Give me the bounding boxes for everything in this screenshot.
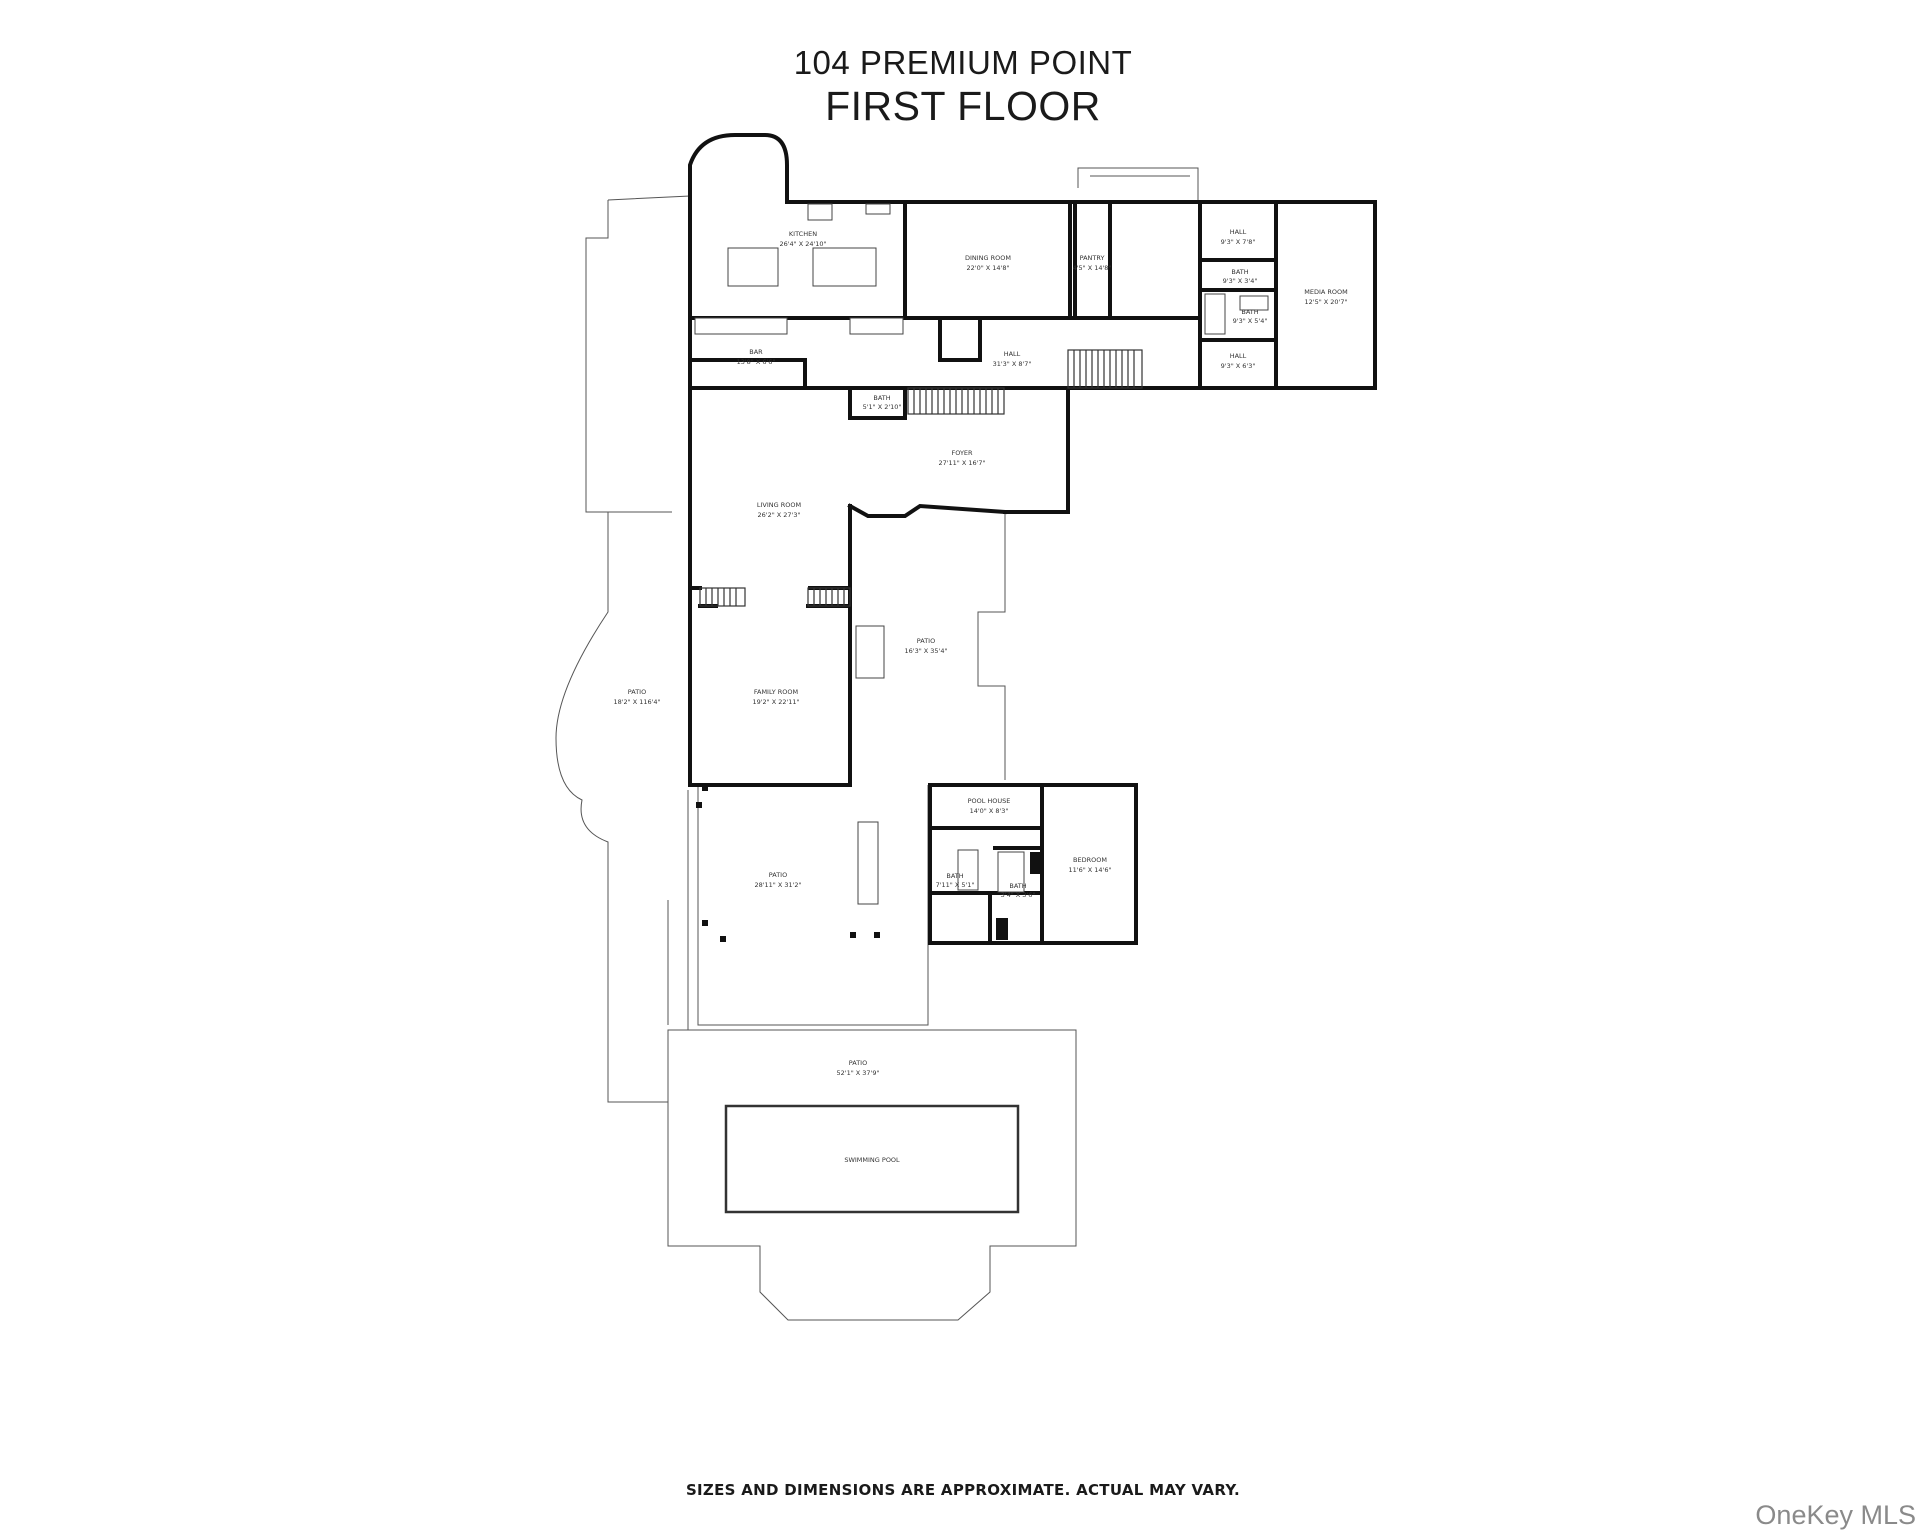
bath-top-dims: 9'3" X 3'4" [1223,277,1258,285]
hall-lower-label: HALL [1230,352,1247,360]
hall-top-dims: 9'3" X 7'8" [1221,238,1256,246]
hall-main-label: HALL [1004,350,1021,358]
living-label: LIVING ROOM [757,501,801,509]
patio-left-dims: 18'2" X 116'4" [613,698,660,706]
bar-label: BAR [749,348,763,356]
room-labels: KITCHEN 26'4" X 24'10" DINING ROOM 22'0"… [613,228,1347,1164]
dining-dims: 22'0" X 14'8" [967,264,1010,272]
bath-ph1-label: BATH [946,872,963,880]
mls-watermark: OneKey MLS [1755,1500,1916,1530]
bath-ph2-label: BATH [1009,882,1026,890]
bath-mid-label: BATH [1241,308,1258,316]
disclaimer: SIZES AND DIMENSIONS ARE APPROXIMATE. AC… [685,1481,1241,1499]
media-label: MEDIA ROOM [1304,288,1348,296]
address-title: 104 PREMIUM POINT [793,44,1133,81]
bath-top-label: BATH [1231,268,1248,276]
family-dims: 19'2" X 22'11" [752,698,799,706]
floor-title: FIRST FLOOR [825,83,1101,129]
patio-center-label: PATIO [917,637,935,645]
patio-pool-dims: 52'1" X 37'9" [837,1069,880,1077]
kitchen-dims: 26'4" X 24'10" [779,240,826,248]
bath-ph2-dims: 3'4" X 3'6" [1001,891,1036,899]
pantry-label: PANTRY [1080,254,1105,262]
media-dims: 12'5" X 20'7" [1305,298,1348,306]
patio-pool-label: PATIO [849,1059,867,1067]
fixtures [694,203,1269,1214]
family-label: FAMILY ROOM [754,688,798,696]
foyer-label: FOYER [951,449,973,457]
patio-mid-dims: 28'11" X 31'2" [754,881,801,889]
hall-main-dims: 31'3" X 8'7" [993,360,1032,368]
living-dims: 26'2" X 27'3" [758,511,801,519]
bedroom-dims: 11'6" X 14'6" [1069,866,1112,874]
hall-top-label: HALL [1230,228,1247,236]
pool-label: SWIMMING POOL [844,1156,900,1164]
swimming-pool [724,1104,1020,1214]
bedroom-label: BEDROOM [1073,856,1107,864]
pool-house-dims: 14'0" X 8'3" [970,807,1009,815]
patio-mid-label: PATIO [769,871,787,879]
patio-left-label: PATIO [628,688,646,696]
dining-label: DINING ROOM [965,254,1011,262]
exterior-outlines [555,167,1199,1321]
patio-center-dims: 16'3" X 35'4" [905,647,948,655]
pantry-dims: 4'5" X 14'8" [1073,264,1112,272]
house-walls [688,133,1377,945]
pool-house-label: POOL HOUSE [968,797,1011,805]
hall-lower-dims: 9'3" X 6'3" [1221,362,1256,370]
kitchen-label: KITCHEN [789,230,817,238]
bath-mid-dims: 9'3" X 5'4" [1233,317,1268,325]
bath-small-label: BATH [873,394,890,402]
foyer-dims: 27'11" X 16'7" [938,459,985,467]
bar-dims: 13'8" X 6'6" [737,358,776,366]
bath-small-dims: 5'1" X 2'10" [863,403,902,411]
bath-ph1-dims: 7'11" X 5'1" [936,881,975,889]
